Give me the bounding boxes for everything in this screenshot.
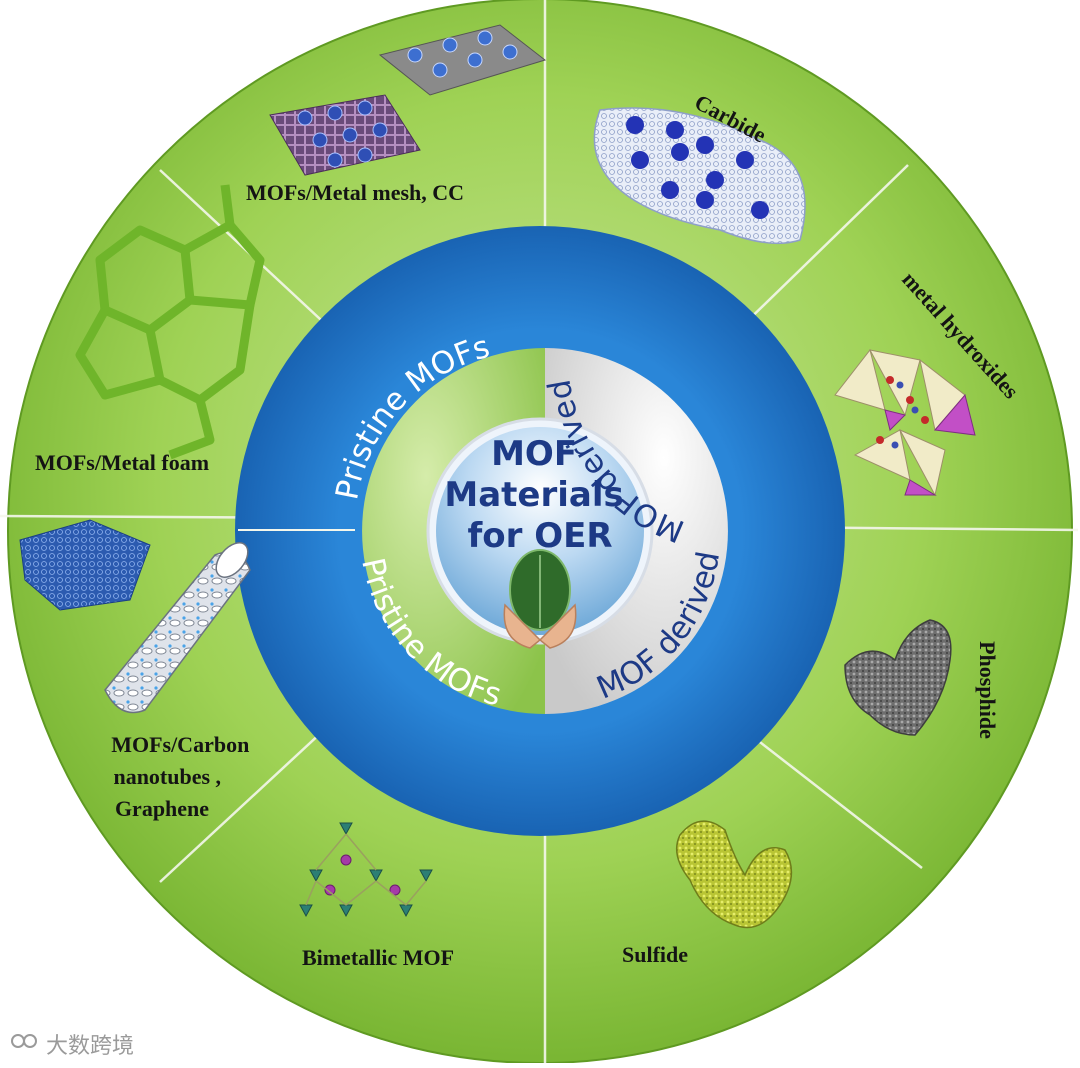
carbon-nanotube-illustration xyxy=(19,519,251,714)
leaf-in-hands-icon xyxy=(503,549,577,649)
center-title-line-3: for OER xyxy=(467,516,612,556)
center-title-line-1: MOF xyxy=(491,434,577,474)
label-carbon-graphene: MOFs/Carbon nanotubes , Graphene xyxy=(111,732,255,821)
metal-mesh-illustration xyxy=(269,24,547,176)
label-metal-foam: MOFs/Metal foam xyxy=(35,450,209,475)
watermark-text: 大数跨境 xyxy=(46,1034,135,1059)
metal-hydroxides-illustration xyxy=(834,348,976,497)
center-title-line-2: Materials xyxy=(444,475,623,515)
label-phosphide: Phosphide xyxy=(975,641,1000,739)
sulfide-illustration xyxy=(675,820,793,929)
center-disk xyxy=(436,427,644,635)
bimetallic-mof-illustration xyxy=(299,822,433,918)
carbide-illustration xyxy=(593,107,806,245)
label-sulfide: Sulfide xyxy=(622,942,688,967)
watermark: 大数跨境 xyxy=(10,1028,134,1060)
phosphide-illustration xyxy=(844,619,952,736)
watermark-logo-icon xyxy=(10,1030,40,1058)
center-title: MOF Materials for OER xyxy=(444,434,635,556)
metal-foam-illustration xyxy=(75,184,265,460)
label-metal-mesh: MOFs/Metal mesh, CC xyxy=(246,180,464,205)
label-bimetallic-mof: Bimetallic MOF xyxy=(302,945,454,970)
